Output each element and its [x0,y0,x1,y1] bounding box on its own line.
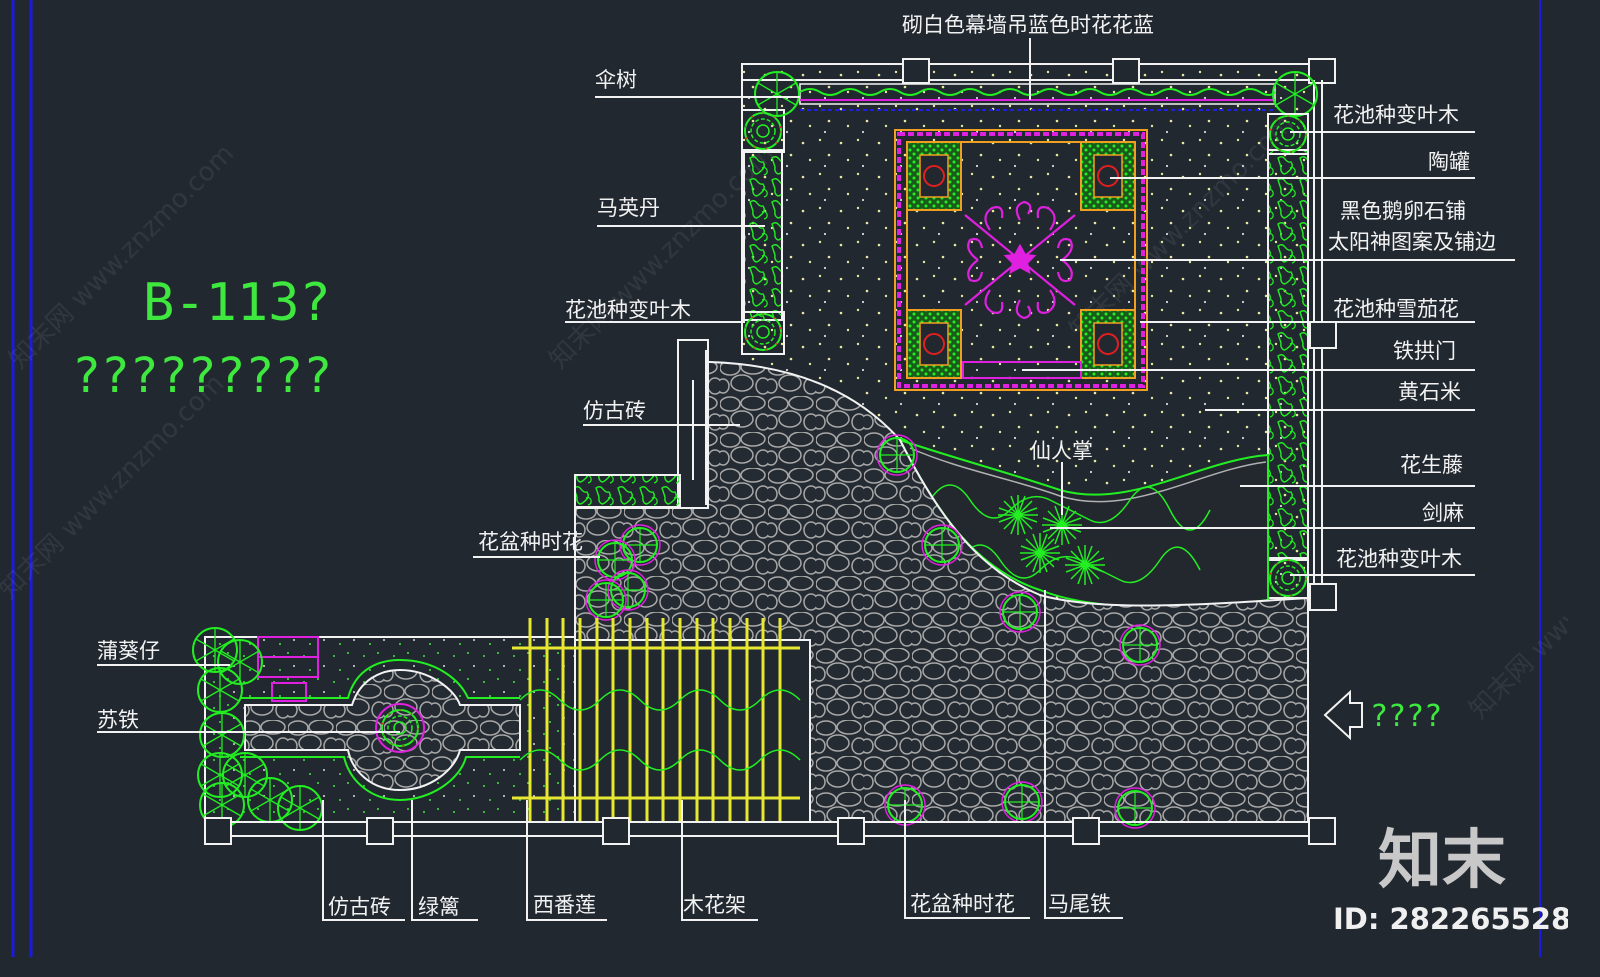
drawing-subtitle: ????????? [72,348,332,404]
labels: 砌白色幕墙吊蓝色时花花蓝 伞树 马英丹 花池种变叶木 仿古砖 花盆种时花 蒲葵仔… [97,13,1496,919]
label-passion-flower: 西番莲 [533,893,596,917]
label-black-pebble: 黑色鹅卵石铺 [1340,199,1466,223]
arrow-left-icon [1323,689,1363,741]
label-wood-trellis: 木花架 [683,893,746,917]
label-fan-palm: 蒲葵仔 [97,639,160,663]
watermark-text: 知末网 www.znzmo.com [0,369,230,605]
label-lantana: 马英丹 [597,196,660,220]
drawing-code: B-113? [143,273,331,333]
watermark-text: 知末网 www.znzmo.com [4,139,240,375]
label-umbrella-tree: 伞树 [595,68,637,92]
label-flower-pot: 花盆种时花 [478,530,583,554]
label-cycad: 苏铁 [97,708,139,732]
label-sisal: 剑麻 [1422,501,1464,525]
label-iron-arch: 铁拱门 [1393,339,1456,363]
lower-garden [192,627,576,831]
wooden-trellis [512,618,801,822]
label-top-curtain-wall: 砌白色幕墙吊蓝色时花花蓝 [902,13,1154,37]
label-flower-pot-bottom: 花盆种时花 [910,892,1015,916]
resource-id: ID: 282265528 [1333,902,1568,936]
label-antique-brick-bottom: 仿古砖 [328,895,391,919]
label-sun-god-pattern: 太阳神图案及铺边 [1328,230,1496,254]
label-pottery-jar: 陶罐 [1428,150,1470,174]
pebble-paving [574,339,1309,860]
label-croton-bed: 花池种变叶木 [565,298,691,322]
label-cigar-flower-bed: 花池种雪茄花 [1333,297,1459,321]
bottom-wall [204,817,1336,845]
cad-landscape-plan: 知末网 www.znzmo.com 知末网 www.znzmo.com 知末网 … [0,0,1568,957]
sun-god-pattern [894,129,1148,391]
label-peanut-vine: 花生藤 [1400,453,1463,477]
entrance-label: ???? [1370,699,1442,734]
brand-logo: 知末 [1378,824,1506,898]
drawing-frame [11,0,1541,957]
label-cactus: 仙人掌 [1030,439,1093,463]
label-croton-bed-right: 花池种变叶木 [1333,103,1459,127]
leader-lines [97,38,1515,921]
label-dracaena: 马尾铁 [1048,892,1111,916]
entrance-marker: ???? [1323,689,1442,741]
label-yellow-stone-chips: 黄石米 [1398,380,1461,404]
watermark-text: 知末网 www.znzmo.com [1464,489,1568,725]
brand-watermark: 知末 ID: 282265528 [1333,824,1568,936]
label-croton-bed-lower: 花池种变叶木 [1336,547,1462,571]
label-hedge: 绿篱 [418,895,460,919]
drawing-title: B-113? ????????? [72,273,332,404]
label-antique-brick: 仿古砖 [583,399,646,423]
